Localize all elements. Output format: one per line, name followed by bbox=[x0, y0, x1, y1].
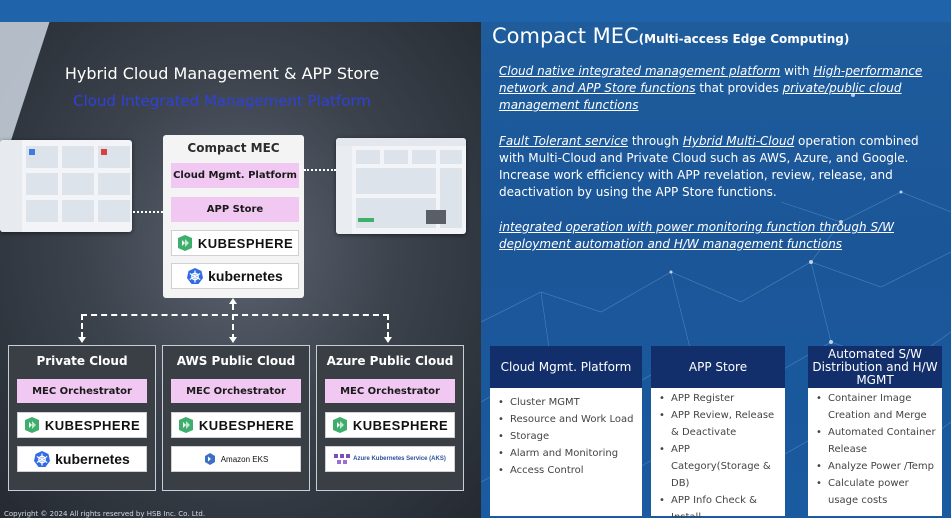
private-cloud-box: Private Cloud MEC Orchestrator KUBESPHER… bbox=[8, 345, 156, 491]
list-item: APP Register bbox=[659, 390, 781, 407]
list-item: Cluster MGMT bbox=[498, 394, 638, 411]
connector-vertical-center bbox=[232, 304, 234, 340]
private-kubernetes-logo: kubernetes bbox=[17, 446, 147, 472]
kubesphere-text: KUBESPHERE bbox=[352, 417, 449, 433]
kubernetes-text: kubernetes bbox=[55, 451, 130, 467]
card-list: Cluster MGMT Resource and Work Load Stor… bbox=[498, 394, 638, 479]
top-bar bbox=[0, 0, 951, 22]
aws-mec-orchestrator: MEC Orchestrator bbox=[171, 379, 301, 403]
aws-kubesphere-logo: KUBESPHERE bbox=[171, 412, 301, 438]
app-store-screenshot bbox=[0, 140, 132, 232]
kubernetes-icon bbox=[187, 268, 204, 284]
private-cloud-title: Private Cloud bbox=[36, 354, 128, 368]
list-item: Analyze Power /Temp bbox=[816, 458, 938, 475]
aks-icon bbox=[334, 454, 351, 464]
card-app-store: APP Store APP Register APP Review, Relea… bbox=[651, 346, 785, 518]
mec-kubesphere-logo: KUBESPHERE bbox=[171, 230, 299, 256]
dashboard-screenshot bbox=[336, 138, 466, 234]
kubernetes-icon bbox=[34, 451, 51, 467]
amazon-eks-icon bbox=[204, 453, 215, 465]
description-panel: Compact MEC(Multi-access Edge Computing)… bbox=[481, 22, 951, 518]
mec-kubernetes-logo: kubernetes bbox=[171, 263, 299, 289]
kubesphere-icon bbox=[332, 417, 347, 433]
list-item: APP Review, Release & Deactivate bbox=[659, 407, 781, 441]
connector-horizontal bbox=[81, 314, 389, 316]
card-list: Container Image Creation and Merge Autom… bbox=[816, 390, 938, 509]
kubesphere-text: KUBESPHERE bbox=[44, 417, 141, 433]
amazon-eks-logo: Amazon EKS bbox=[171, 446, 301, 472]
kubesphere-icon bbox=[177, 235, 192, 251]
mec-app-store: APP Store bbox=[171, 197, 299, 222]
link-hybrid-multi-cloud[interactable]: Hybrid Multi-Cloud bbox=[682, 134, 795, 148]
list-item: Alarm and Monitoring bbox=[498, 445, 638, 462]
copyright-text: Copyright © 2024 All rights reserved by … bbox=[4, 510, 206, 518]
compact-mec-title: Compact MEC bbox=[187, 141, 280, 155]
aks-text: Azure Kubernetes Service (AKS) bbox=[353, 456, 446, 462]
azure-kubesphere-logo: KUBESPHERE bbox=[325, 412, 455, 438]
list-item: APP Category(Storage & DB) bbox=[659, 441, 781, 492]
private-kubesphere-logo: KUBESPHERE bbox=[17, 412, 147, 438]
card-automated-sw-distribution: Automated S/W Distribution and H/W MGMT … bbox=[808, 346, 942, 516]
connector-left bbox=[133, 211, 163, 213]
azure-cloud-title: Azure Public Cloud bbox=[326, 354, 454, 368]
page-title: Compact MEC(Multi-access Edge Computing) bbox=[492, 24, 850, 48]
card-list: APP Register APP Review, Release & Deact… bbox=[659, 390, 781, 518]
kubesphere-text: KUBESPHERE bbox=[197, 235, 294, 251]
card-title: Cloud Mgmt. Platform bbox=[490, 346, 642, 388]
kubesphere-text: KUBESPHERE bbox=[198, 417, 295, 433]
kubesphere-icon bbox=[178, 417, 193, 433]
azure-mec-orchestrator: MEC Orchestrator bbox=[325, 379, 455, 403]
diagram-title: Hybrid Cloud Management & APP Store bbox=[64, 64, 380, 83]
amazon-eks-text: Amazon EKS bbox=[220, 454, 269, 464]
link-cloud-native-platform[interactable]: Cloud native integrated management platf… bbox=[499, 64, 781, 78]
aws-cloud-title: AWS Public Cloud bbox=[176, 354, 296, 368]
aks-logo: Azure Kubernetes Service (AKS) bbox=[325, 446, 455, 472]
private-mec-orchestrator: MEC Orchestrator bbox=[17, 379, 147, 403]
list-item: APP Info Check & Install bbox=[659, 492, 781, 518]
list-item: Automated Container Release bbox=[816, 424, 938, 458]
card-cloud-mgmt-platform: Cloud Mgmt. Platform Cluster MGMT Resour… bbox=[490, 346, 642, 516]
decorative-stripe bbox=[0, 22, 53, 152]
aws-cloud-box: AWS Public Cloud MEC Orchestrator KUBESP… bbox=[162, 345, 310, 491]
diagram-subtitle: Cloud Integrated Management Platform bbox=[73, 92, 371, 110]
connector-right bbox=[304, 169, 336, 171]
azure-cloud-box: Azure Public Cloud MEC Orchestrator KUBE… bbox=[316, 345, 464, 491]
architecture-diagram-panel: Hybrid Cloud Management & APP Store Clou… bbox=[0, 22, 481, 518]
compact-mec-box: Compact MEC Cloud Mgmt. Platform APP Sto… bbox=[163, 135, 304, 298]
card-title: Automated S/W Distribution and H/W MGMT bbox=[808, 346, 942, 388]
kubernetes-text: kubernetes bbox=[208, 268, 283, 284]
link-fault-tolerant-service[interactable]: Fault Tolerant service bbox=[499, 134, 629, 148]
list-item: Storage bbox=[498, 428, 638, 445]
link-high-performance-network[interactable]: High-performance network and APP Store f… bbox=[499, 64, 923, 95]
mec-cloud-mgmt-platform: Cloud Mgmt. Platform bbox=[171, 163, 299, 188]
list-item: Container Image Creation and Merge bbox=[816, 390, 938, 424]
list-item: Access Control bbox=[498, 462, 638, 479]
list-item: Calculate power usage costs bbox=[816, 475, 938, 509]
card-title: APP Store bbox=[651, 346, 785, 388]
paragraph-1: Cloud native integrated management platf… bbox=[499, 64, 923, 112]
paragraph-2: Fault Tolerant service through Hybrid Mu… bbox=[499, 134, 919, 199]
list-item: Resource and Work Load bbox=[498, 411, 638, 428]
kubesphere-icon bbox=[24, 417, 39, 433]
link-cloud-management-functions[interactable]: private/public cloud management function… bbox=[499, 81, 902, 112]
link-integrated-operation[interactable]: integrated operation with power monitori… bbox=[499, 220, 894, 251]
paragraph-3: integrated operation with power monitori… bbox=[499, 219, 944, 253]
